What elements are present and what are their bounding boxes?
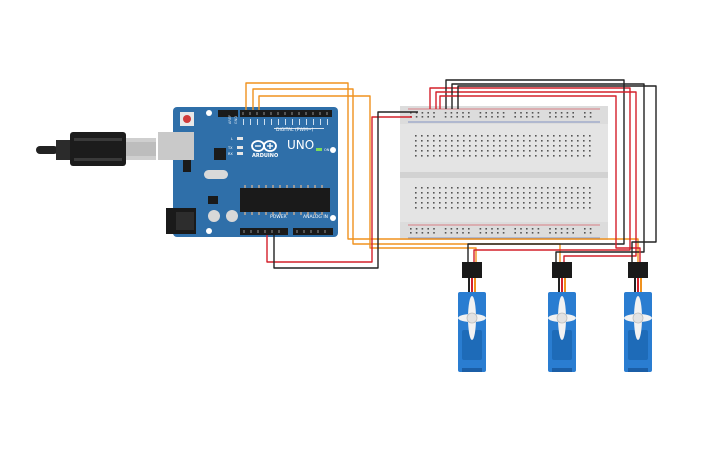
servo-motor[interactable] [624, 262, 652, 372]
capacitor [208, 210, 220, 222]
mounting-hole [206, 110, 212, 116]
l-led [237, 137, 243, 140]
wire-black-rail-servo-3[interactable] [457, 85, 657, 262]
mounting-hole [206, 228, 212, 234]
rx-led [237, 152, 243, 155]
crystal-oscillator [204, 170, 228, 179]
gnd-label: GND [234, 116, 238, 124]
servo-motor[interactable] [458, 262, 486, 372]
breadboard-holes [410, 112, 592, 234]
bottom-power-rail[interactable] [400, 222, 608, 240]
digital-header-left [218, 110, 238, 117]
wire-black-rail-servo-2[interactable] [451, 83, 645, 262]
tx-led-label: TX [227, 146, 233, 150]
top-power-rail[interactable] [400, 106, 608, 124]
breadboard[interactable] [400, 106, 608, 240]
wires [245, 79, 657, 269]
power-label: POWER [270, 214, 287, 220]
analog-header[interactable] [293, 228, 333, 235]
atmega-chip [240, 188, 330, 212]
servo-connector[interactable] [552, 262, 572, 278]
on-led [316, 148, 322, 151]
servo-connector[interactable] [628, 262, 648, 278]
wire-red-rail-servo-3[interactable] [439, 95, 641, 262]
arduino-brand-text: ARDUINO [252, 153, 278, 159]
usb-cable[interactable] [36, 132, 156, 166]
arduino-logo-icon [251, 140, 277, 152]
arduino-uno-board[interactable]: AREF GND DIGITAL (PWM~) L TX RX ON ARDUI… [158, 107, 338, 237]
center-channel [400, 172, 608, 178]
usb-port [158, 132, 194, 160]
wire-5v-to-breadboard[interactable] [266, 116, 412, 263]
servo-connector[interactable] [462, 262, 482, 278]
wire-orange-servo-2[interactable] [252, 88, 561, 262]
mounting-hole [330, 147, 336, 153]
l-led-label: L [231, 137, 233, 141]
reset-button-cap[interactable] [183, 115, 191, 123]
mounting-hole [330, 215, 336, 221]
icsp-header [183, 160, 191, 172]
wire-gnd-to-breadboard[interactable] [273, 111, 418, 269]
usb-chip [214, 148, 226, 160]
wire-black-rail-servo-1[interactable] [445, 79, 625, 262]
wire-red-rail-servo-2[interactable] [435, 91, 637, 262]
wire-red-rail-servo-1[interactable] [429, 87, 631, 262]
digital-pwm-label: DIGITAL (PWM~) [276, 127, 314, 133]
on-led-label: ON [324, 148, 330, 152]
servo-motor[interactable] [548, 262, 576, 372]
analog-in-label: ANALOG IN [303, 214, 328, 220]
rx-led-label: RX [228, 152, 233, 156]
aref-label: AREF [228, 115, 232, 124]
capacitor [226, 210, 238, 222]
tx-led [237, 146, 243, 149]
voltage-regulator [208, 196, 218, 204]
wire-orange-servo-3[interactable] [245, 82, 639, 262]
uno-model-text: UNO [287, 138, 314, 152]
